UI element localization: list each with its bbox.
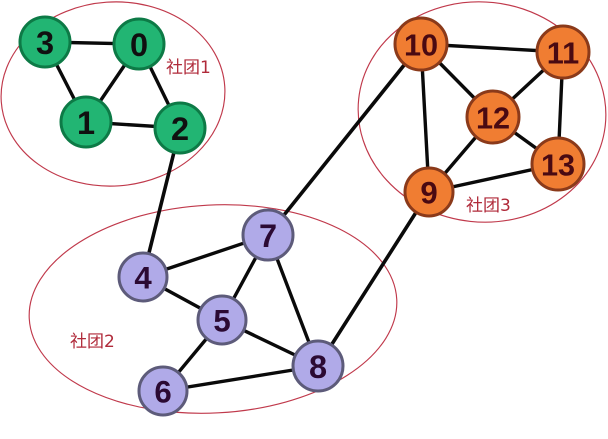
community-labels-layer: 社团1 社团2 社团3: [70, 58, 511, 352]
node-circle-11[interactable]: [535, 24, 591, 80]
node-2[interactable]: 2: [153, 101, 207, 155]
community-boundaries-layer: [0, 1, 607, 414]
edge-8-9: [316, 190, 431, 368]
node-3[interactable]: 3: [18, 15, 72, 69]
community-label-community-2: 社团2: [70, 332, 115, 352]
node-11[interactable]: 11: [535, 24, 591, 80]
node-12[interactable]: 12: [465, 89, 521, 145]
node-0[interactable]: 0: [112, 17, 166, 71]
community-boundary-community-2: [28, 204, 398, 414]
node-4[interactable]: 4: [117, 251, 169, 303]
community-label-community-3: 社团3: [466, 196, 511, 216]
node-10[interactable]: 10: [393, 16, 449, 72]
node-circle-1[interactable]: [59, 95, 113, 149]
node-circle-0[interactable]: [112, 17, 166, 71]
node-13[interactable]: 13: [530, 136, 586, 192]
edge-7-10: [266, 42, 423, 237]
node-circle-5[interactable]: [196, 294, 248, 346]
node-circle-12[interactable]: [465, 89, 521, 145]
node-9[interactable]: 9: [403, 166, 455, 218]
node-5[interactable]: 5: [196, 294, 248, 346]
node-circle-3[interactable]: [18, 15, 72, 69]
node-1[interactable]: 1: [59, 95, 113, 149]
node-7[interactable]: 7: [241, 208, 295, 262]
community-label-community-1: 社团1: [166, 58, 211, 78]
node-circle-10[interactable]: [393, 16, 449, 72]
node-8[interactable]: 8: [291, 339, 345, 393]
node-6[interactable]: 6: [137, 365, 189, 417]
node-circle-9[interactable]: [403, 166, 455, 218]
node-circle-6[interactable]: [137, 365, 189, 417]
node-circle-2[interactable]: [153, 101, 207, 155]
node-circle-4[interactable]: [117, 251, 169, 303]
node-circle-7[interactable]: [241, 208, 295, 262]
node-circle-8[interactable]: [291, 339, 345, 393]
community-boundary-community-1: [0, 1, 226, 187]
community-boundary-community-3: [357, 1, 607, 223]
node-circle-13[interactable]: [530, 136, 586, 192]
